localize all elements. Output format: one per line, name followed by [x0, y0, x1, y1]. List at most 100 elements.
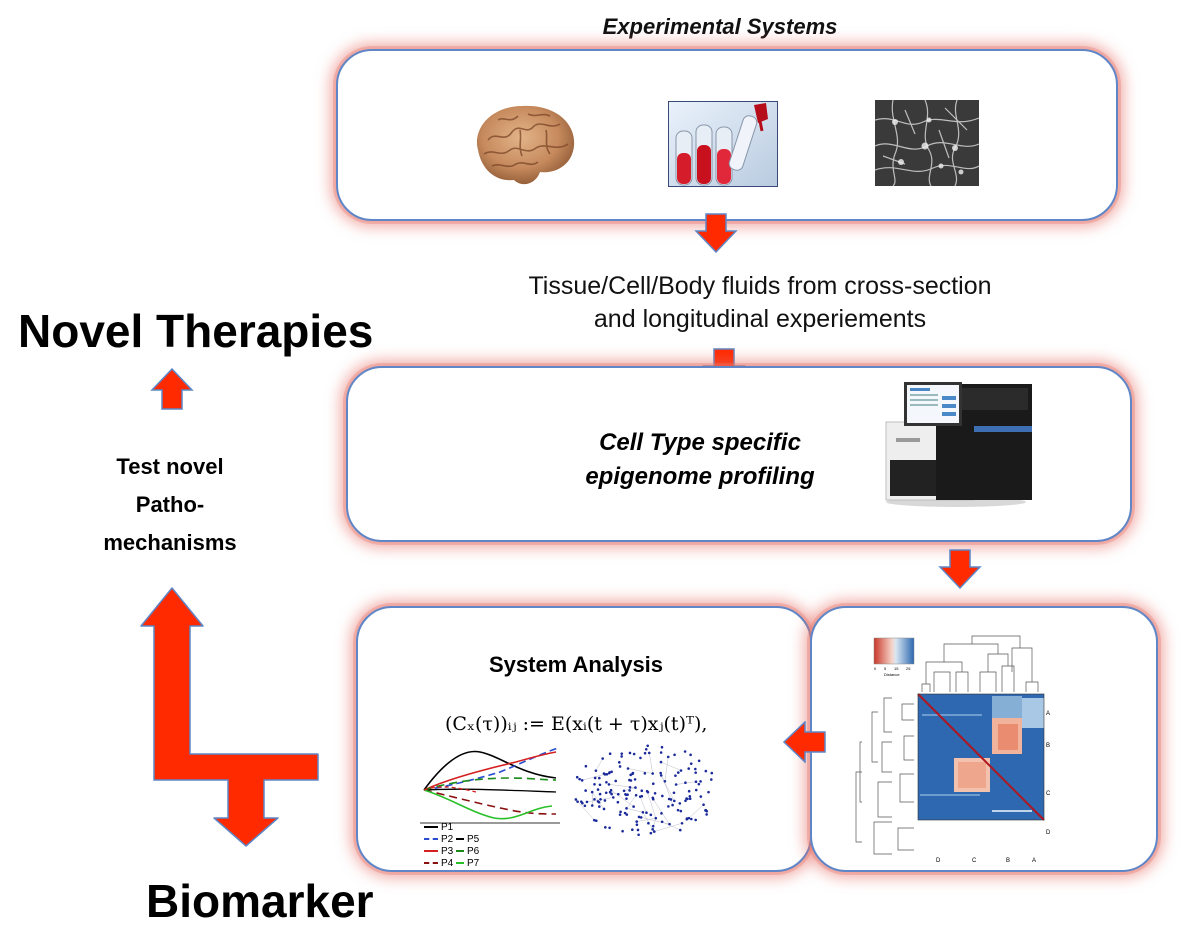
- network-node: [634, 786, 637, 789]
- network-node: [583, 804, 587, 808]
- col-label-d: D: [936, 858, 941, 864]
- network-node: [689, 762, 693, 765]
- network-node: [626, 767, 630, 770]
- up-arrow-small: [150, 367, 194, 410]
- legend-p1: P1: [441, 822, 454, 833]
- network-node: [634, 793, 638, 797]
- network-node: [659, 771, 662, 775]
- network-node: [616, 792, 620, 796]
- network-node: [679, 769, 683, 772]
- network-node: [688, 797, 692, 801]
- network-node: [684, 781, 687, 785]
- network-node: [659, 751, 663, 754]
- network-node: [619, 810, 622, 814]
- network-node: [674, 783, 678, 786]
- network-node: [623, 811, 627, 815]
- network-node: [609, 788, 613, 792]
- network-node: [628, 786, 632, 789]
- network-node: [709, 778, 713, 781]
- samples-line-1: Tissue/Cell/Body fluids from cross-secti…: [528, 272, 992, 300]
- heatmap-figure: 0 5 15 25 Distance: [852, 632, 1052, 864]
- left-arrow: [782, 720, 827, 764]
- network-node: [633, 778, 637, 781]
- network-node: [651, 828, 654, 831]
- legend-p7: P7: [467, 858, 480, 869]
- network-node: [707, 790, 710, 794]
- network-node: [601, 757, 604, 760]
- network-node: [639, 756, 642, 760]
- network-node: [685, 797, 688, 800]
- legend-p4: P4: [441, 858, 454, 869]
- network-node: [710, 771, 714, 775]
- biomarker-label: Biomarker: [146, 875, 374, 927]
- network-node: [663, 779, 667, 783]
- network-node: [688, 794, 692, 798]
- network-node: [598, 776, 601, 780]
- network-node: [598, 783, 602, 787]
- network-node: [647, 751, 651, 755]
- network-node: [699, 780, 702, 783]
- network-node: [625, 797, 628, 800]
- network-node: [617, 761, 621, 764]
- col-label-b: B: [1006, 858, 1010, 864]
- network-node: [651, 796, 655, 800]
- network-node: [637, 833, 640, 837]
- network-node: [702, 803, 705, 807]
- network-node: [673, 799, 676, 803]
- profiling-line-2: epigenome profiling: [585, 463, 815, 490]
- network-node: [584, 764, 588, 768]
- network-node: [646, 744, 649, 748]
- test-line-3: mechanisms: [103, 530, 237, 555]
- novel-therapies-label: Novel Therapies: [18, 305, 374, 357]
- legend-p6: P6: [467, 846, 480, 857]
- network-node: [605, 780, 608, 784]
- col-label-c: C: [972, 858, 977, 864]
- col-label-a: A: [1032, 858, 1036, 864]
- network-node: [661, 794, 664, 798]
- row-label-b: B: [1046, 743, 1050, 749]
- network-node: [584, 789, 587, 792]
- network-node: [649, 813, 653, 817]
- network-node: [654, 816, 658, 820]
- network-node: [597, 800, 601, 804]
- network-node: [643, 751, 647, 755]
- network-node: [644, 748, 648, 751]
- scale-tick-0: 0: [874, 666, 877, 671]
- network-node: [705, 813, 708, 816]
- network-node: [699, 795, 703, 798]
- network-node: [676, 808, 680, 812]
- network-node: [574, 798, 578, 801]
- network-node: [598, 792, 602, 796]
- network-node: [632, 752, 636, 756]
- network-node: [628, 789, 631, 792]
- network-node: [603, 799, 607, 802]
- samples-text: Tissue/Cell/Body fluids from cross-secti…: [480, 270, 1040, 336]
- legend-p2: P2: [441, 834, 454, 845]
- network-node: [694, 780, 698, 783]
- network-node: [625, 813, 629, 816]
- row-label-c: C: [1046, 791, 1051, 797]
- network-node: [674, 774, 677, 777]
- network-node: [578, 777, 581, 781]
- network-node: [647, 821, 650, 825]
- network-node: [641, 810, 645, 814]
- network-node: [594, 769, 598, 772]
- network-node: [646, 790, 650, 794]
- network-node: [635, 820, 639, 823]
- network-node: [599, 797, 602, 801]
- system-analysis-title: System Analysis: [488, 652, 664, 677]
- network-node: [667, 797, 671, 801]
- network-node: [697, 759, 701, 763]
- down-arrow-3: [938, 549, 982, 590]
- network-node: [653, 791, 657, 795]
- network-node: [631, 771, 635, 775]
- test-pathomechanisms-text: Test novel Patho- mechanisms: [70, 448, 270, 562]
- network-node: [611, 796, 615, 799]
- network-node: [694, 818, 697, 822]
- network-node: [680, 821, 684, 825]
- scale-title: Distance: [884, 672, 900, 677]
- sequencer-image: [876, 380, 1036, 510]
- network-node: [593, 776, 597, 780]
- network-node: [620, 752, 624, 755]
- scale-tick-1: 5: [884, 666, 887, 671]
